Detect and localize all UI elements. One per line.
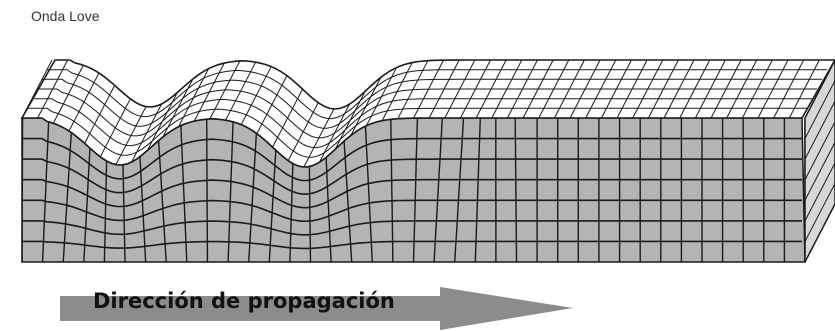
figure-title: Onda Love [31,8,100,24]
propagation-label: Dirección de propagación [93,289,395,313]
deformed-block [20,59,835,263]
side-grid-vertical [364,123,373,263]
top-grid-length [27,107,807,158]
side-grid-vertical [474,117,481,263]
side-grid-vertical [206,119,209,262]
side-grid-vertical [308,166,312,263]
side-grid-horizontal [22,178,802,209]
end-grid-line [804,162,835,222]
side-grid-vertical [268,144,277,263]
side-grid-horizontal [22,158,802,195]
side-grid-vertical [227,120,234,263]
side-grid-vertical [454,117,465,263]
side-grid-horizontal [22,199,802,222]
side-grid-vertical [390,119,394,263]
propagation-arrow [60,287,573,330]
side-grid-horizontal [22,240,802,250]
side-grid-horizontal [22,220,802,236]
side-grid-vertical [103,159,108,263]
top-grid-length [47,69,827,120]
top-grid-length [37,88,817,139]
block-end-face [804,59,835,263]
side-grid-vertical [342,134,353,263]
side-grid-horizontal [22,137,802,182]
side-grid-vertical [514,117,518,263]
end-grid-line [804,80,835,139]
end-grid-line [804,100,835,160]
side-grid-vertical [21,117,24,263]
end-grid-line [804,121,835,180]
side-grid-vertical [83,142,91,263]
end-grid-line [804,183,835,242]
side-grid-vertical [433,117,443,263]
top-grid-length [42,78,822,129]
side-grid-vertical [122,164,126,263]
block-top-face [20,59,835,168]
side-grid-vertical [157,134,167,263]
side-grid-vertical [289,161,294,263]
top-grid-length [32,98,812,149]
end-grid-line [804,142,835,201]
side-grid-vertical [180,123,188,263]
side-grid-vertical [412,118,419,263]
